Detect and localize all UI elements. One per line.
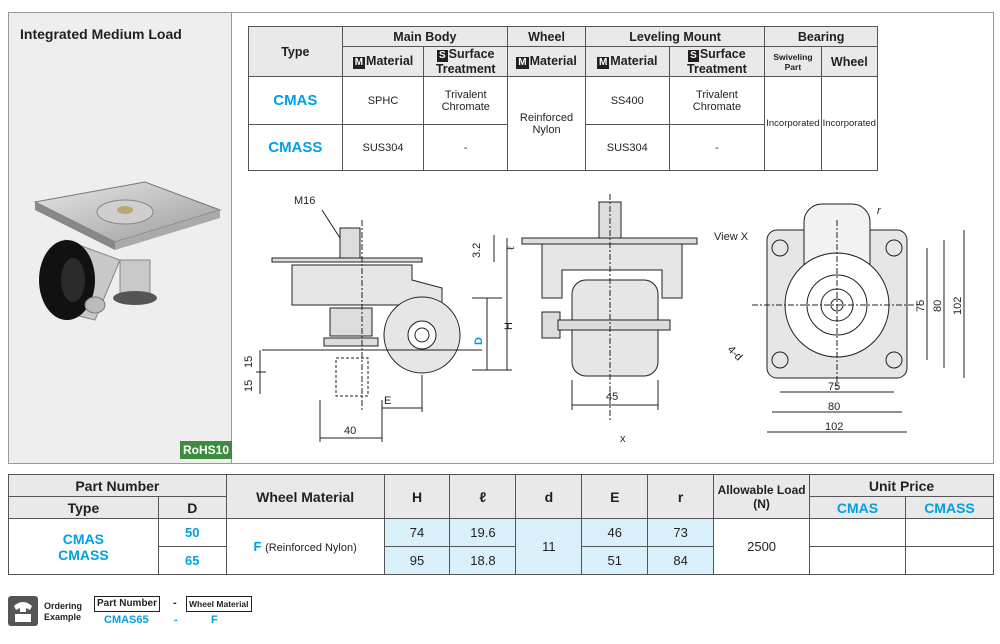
ordering-box-part-number: Part Number	[94, 596, 161, 612]
cell-ell: 18.8	[449, 546, 517, 575]
header-price-cmas: CMAS	[809, 496, 906, 519]
cell-price-cmass	[904, 546, 995, 575]
spec-row-body-material: SUS304	[341, 124, 425, 171]
spec-row-body-surface: -	[423, 124, 509, 171]
cell-E: 46	[581, 518, 649, 547]
technical-drawing: M16 3.2 ℓ H D E 15 15 40 45 x	[243, 194, 965, 445]
header-type: Type	[8, 496, 159, 519]
cell-price-cmas	[809, 518, 906, 547]
cell-d: 11	[515, 518, 583, 575]
spec-row-body-material: SPHC	[341, 76, 425, 125]
spec-bearing-wheel: Incorporated	[820, 76, 879, 171]
spec-wheel-material: Reinforced Nylon	[507, 76, 586, 171]
spec-row-type: CMAS	[248, 76, 343, 125]
header-unit-price: Unit Price	[809, 474, 994, 497]
spec-sub-swiveling-part: Swiveling Part	[764, 46, 822, 77]
label-m16: M16	[294, 195, 315, 207]
label-75: 75	[828, 381, 840, 393]
part-number-table: Part Number Wheel Material H ℓ d E r All…	[8, 474, 995, 575]
label-3-2: 3.2	[471, 243, 483, 258]
header-allowable-load: Allowable Load(N)	[713, 474, 811, 519]
spec-row-mount-surface: Trivalent Chromate	[668, 76, 766, 125]
cell-D: 50	[157, 518, 227, 547]
cell-E: 51	[581, 546, 649, 575]
header-ell: ℓ	[449, 474, 517, 519]
header-part-number: Part Number	[8, 474, 227, 497]
header-H: H	[383, 474, 451, 519]
spec-row-mount-surface: -	[668, 124, 766, 171]
ordering-box-wheel-material: Wheel Material	[186, 596, 252, 612]
label-15b: 15	[243, 380, 255, 392]
cell-wheel-material: F (Reinforced Nylon)	[225, 518, 385, 575]
cell-r: 84	[647, 546, 715, 575]
label-80: 80	[828, 401, 840, 413]
spec-header-wheel: Wheel	[507, 26, 586, 47]
label-r: r	[877, 205, 882, 217]
spec-header-type: Type	[248, 26, 343, 77]
ordering-phone-icon	[8, 596, 38, 626]
label-E: E	[384, 395, 391, 407]
ordering-dash: -	[173, 597, 177, 609]
label-15a: 15	[243, 356, 255, 368]
ordering-value-wheel: F	[211, 614, 218, 626]
spec-row-mount-material: SUS304	[584, 124, 670, 171]
label-x: x	[620, 433, 626, 445]
drawing-panel	[232, 12, 994, 464]
label-102: 102	[825, 421, 843, 433]
header-r: r	[647, 474, 715, 519]
spec-bearing-swivel: Incorporated	[764, 76, 822, 171]
label-40: 40	[344, 425, 356, 437]
product-title: Integrated Medium Load	[20, 26, 182, 42]
cell-H: 95	[383, 546, 451, 575]
label-4-d: 4-d	[725, 344, 745, 364]
label-view-x: View X	[714, 231, 749, 243]
spec-header-bearing: Bearing	[764, 26, 878, 47]
cell-allowable-load: 2500	[713, 518, 811, 575]
header-wheel-material: Wheel Material	[225, 474, 385, 519]
cell-price-cmass	[904, 518, 995, 547]
label-ell: ℓ	[505, 246, 517, 250]
spec-header-leveling-mount: Leveling Mount	[584, 26, 766, 47]
label-H: H	[503, 322, 515, 330]
header-E: E	[581, 474, 649, 519]
label-80-vertical: 80	[932, 300, 944, 312]
header-D: D	[157, 496, 227, 519]
header-d: d	[515, 474, 583, 519]
cell-H: 74	[383, 518, 451, 547]
bottom-view	[752, 203, 965, 433]
spec-row-type: CMASS	[248, 124, 343, 171]
spec-row-mount-material: SS400	[584, 76, 670, 125]
header-price-cmass: CMASS	[904, 496, 995, 519]
front-view	[521, 194, 698, 420]
spec-row-body-surface: Trivalent Chromate	[423, 76, 509, 125]
label-45: 45	[606, 391, 618, 403]
ordering-value-dash: -	[174, 614, 178, 626]
side-view	[256, 209, 512, 442]
label-102-vertical: 102	[952, 297, 964, 315]
cell-ell: 19.6	[449, 518, 517, 547]
rohs-badge: RoHS10	[180, 441, 233, 459]
spec-sub-bearing-wheel: Wheel	[820, 46, 879, 77]
ordering-value-part: CMAS65	[104, 614, 149, 626]
spec-header-main-body: Main Body	[341, 26, 509, 47]
cell-D: 65	[157, 546, 227, 575]
spec-table: Type Main Body Wheel Leveling Mount Bear…	[248, 26, 879, 171]
label-75-vertical: 75	[915, 300, 927, 312]
cell-price-cmas	[809, 546, 906, 575]
label-D: D	[473, 337, 485, 345]
cell-r: 73	[647, 518, 715, 547]
caster-photo	[33, 181, 222, 321]
